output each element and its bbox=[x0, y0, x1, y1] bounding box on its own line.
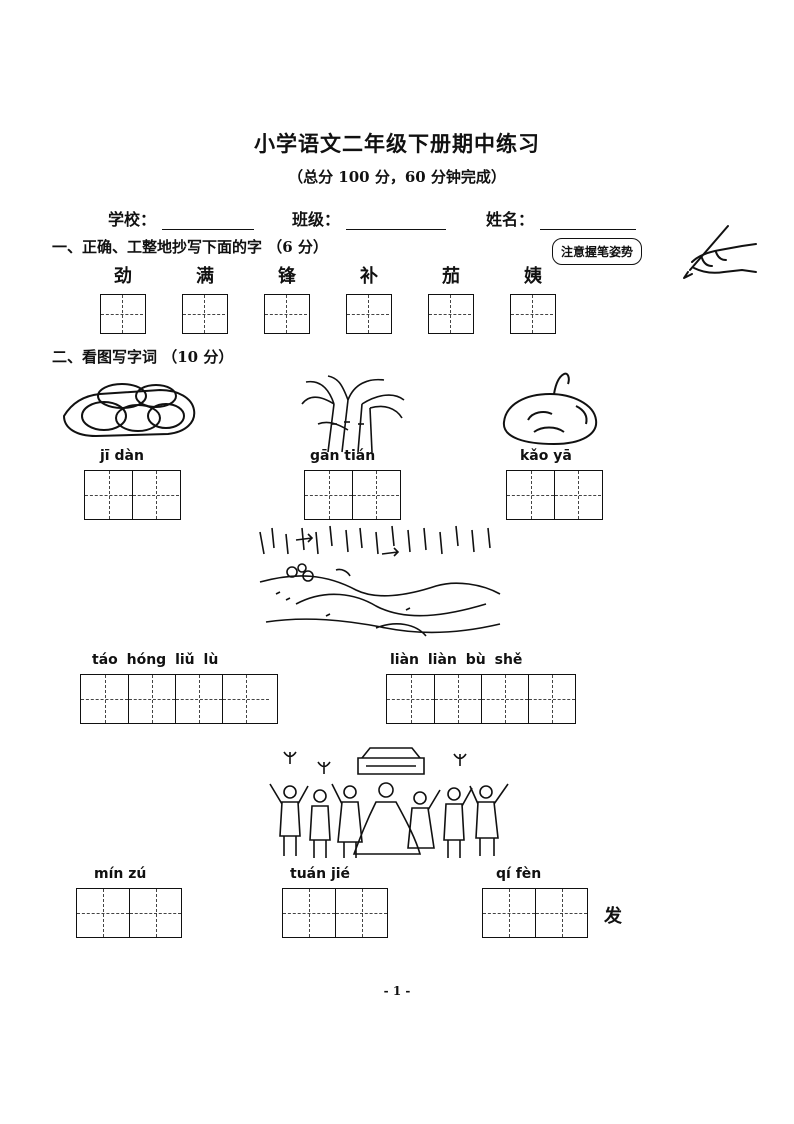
class-field: 班级： bbox=[292, 206, 447, 230]
suffix-char: 发 bbox=[604, 906, 622, 927]
grid-cell[interactable] bbox=[77, 889, 129, 937]
writing-box[interactable] bbox=[182, 294, 228, 334]
grid-cell[interactable] bbox=[101, 295, 143, 333]
pinyin-label: jī dàn bbox=[100, 448, 144, 464]
word-item-jidan: jī dàn bbox=[84, 448, 181, 520]
writing-box[interactable] bbox=[506, 470, 603, 520]
section2-heading: 二、看图写字词 （10 分） bbox=[52, 348, 234, 366]
word-item-gantian: gān tián bbox=[304, 448, 401, 520]
grid-cell[interactable] bbox=[81, 675, 128, 723]
char-label: 满 bbox=[196, 266, 214, 287]
school-blank[interactable] bbox=[162, 211, 255, 230]
grid-cell[interactable] bbox=[507, 471, 554, 519]
pinyin-label: táo hóng liǔ lù bbox=[92, 652, 219, 668]
writing-box[interactable] bbox=[84, 470, 181, 520]
writing-box[interactable] bbox=[346, 294, 392, 334]
grid-cell[interactable] bbox=[175, 675, 222, 723]
grid-cell[interactable] bbox=[511, 295, 553, 333]
grid-cell[interactable] bbox=[554, 471, 601, 519]
copy-item: 锋 bbox=[264, 262, 346, 334]
writing-box[interactable] bbox=[264, 294, 310, 334]
school-label: 学校： bbox=[108, 210, 157, 229]
grid-cell[interactable] bbox=[528, 675, 575, 723]
section1-heading: 一、正确、工整地抄写下面的字 （6 分） bbox=[52, 238, 328, 256]
pinyin-label: tuán jié bbox=[290, 866, 351, 882]
char-label: 补 bbox=[360, 266, 378, 287]
pinyin-label: gān tián bbox=[310, 448, 376, 464]
writing-box[interactable] bbox=[100, 294, 146, 334]
grid-cell[interactable] bbox=[283, 889, 335, 937]
grid-cell[interactable] bbox=[129, 889, 181, 937]
writing-box[interactable] bbox=[282, 888, 388, 938]
writing-box[interactable] bbox=[304, 470, 401, 520]
grid-cell[interactable] bbox=[481, 675, 528, 723]
eggs-picture bbox=[62, 383, 196, 438]
page-subtitle: （总分 100 分，60 分钟完成） bbox=[288, 168, 506, 186]
writing-box[interactable] bbox=[80, 674, 278, 724]
writing-box[interactable] bbox=[428, 294, 474, 334]
copy-item: 姨 bbox=[510, 262, 592, 334]
pinyin-label: mín zú bbox=[94, 866, 147, 882]
grid-cell[interactable] bbox=[535, 889, 587, 937]
name-blank[interactable] bbox=[540, 211, 637, 230]
word-item-qifen: qí fèn bbox=[482, 866, 588, 938]
copy-item: 补 bbox=[346, 262, 428, 334]
class-label: 班级： bbox=[292, 210, 341, 229]
grid-cell[interactable] bbox=[183, 295, 225, 333]
writing-box[interactable] bbox=[510, 294, 556, 334]
grid-cell[interactable] bbox=[387, 675, 434, 723]
celebration-picture bbox=[269, 747, 509, 858]
grid-cell[interactable] bbox=[222, 675, 269, 723]
pinyin-label: qí fèn bbox=[496, 866, 542, 882]
copy-item: 满 bbox=[182, 262, 264, 334]
grid-cell[interactable] bbox=[85, 471, 132, 519]
copy-item: 茄 bbox=[428, 262, 510, 334]
grid-cell[interactable] bbox=[335, 889, 387, 937]
pinyin-label: kǎo yā bbox=[520, 448, 572, 464]
word-item-lianlianbushe: liàn liàn bù shě bbox=[386, 652, 576, 724]
word-item-kaoya: kǎo yā bbox=[506, 448, 603, 520]
hand-writing-icon bbox=[683, 225, 757, 279]
name-label: 姓名： bbox=[486, 210, 535, 229]
grid-cell[interactable] bbox=[483, 889, 535, 937]
sugarcane-picture bbox=[301, 375, 405, 453]
copy-chars-row: 劲 满 锋 补 茄 姨 bbox=[100, 262, 592, 334]
word-item-minzu: mín zú bbox=[76, 866, 182, 938]
pinyin-label: liàn liàn bù shě bbox=[390, 652, 523, 668]
grid-cell[interactable] bbox=[128, 675, 175, 723]
grid-cell[interactable] bbox=[265, 295, 307, 333]
char-label: 锋 bbox=[278, 266, 296, 287]
writing-box[interactable] bbox=[482, 888, 588, 938]
grid-cell[interactable] bbox=[305, 471, 352, 519]
grid-cell[interactable] bbox=[132, 471, 179, 519]
page-number: - 1 - bbox=[383, 984, 411, 998]
grid-cell[interactable] bbox=[347, 295, 389, 333]
writing-box[interactable] bbox=[386, 674, 576, 724]
page-title: 小学语文二年级下册期中练习 bbox=[254, 131, 540, 156]
char-label: 茄 bbox=[442, 266, 460, 287]
grid-cell[interactable] bbox=[352, 471, 399, 519]
class-blank[interactable] bbox=[346, 211, 447, 230]
grid-cell[interactable] bbox=[429, 295, 471, 333]
copy-item: 劲 bbox=[100, 262, 182, 334]
grid-cell[interactable] bbox=[434, 675, 481, 723]
word-item-tuanjie: tuán jié bbox=[282, 866, 388, 938]
spring-landscape-picture bbox=[259, 525, 501, 637]
char-label: 劲 bbox=[114, 266, 132, 287]
name-field: 姓名： bbox=[486, 206, 637, 230]
roast-duck-picture bbox=[502, 372, 598, 446]
word-item-taohongliulu: táo hóng liǔ lù bbox=[80, 652, 278, 724]
posture-note: 注意握笔姿势 bbox=[552, 238, 643, 265]
writing-box[interactable] bbox=[76, 888, 182, 938]
char-label: 姨 bbox=[524, 266, 542, 287]
school-field: 学校： bbox=[108, 206, 255, 230]
